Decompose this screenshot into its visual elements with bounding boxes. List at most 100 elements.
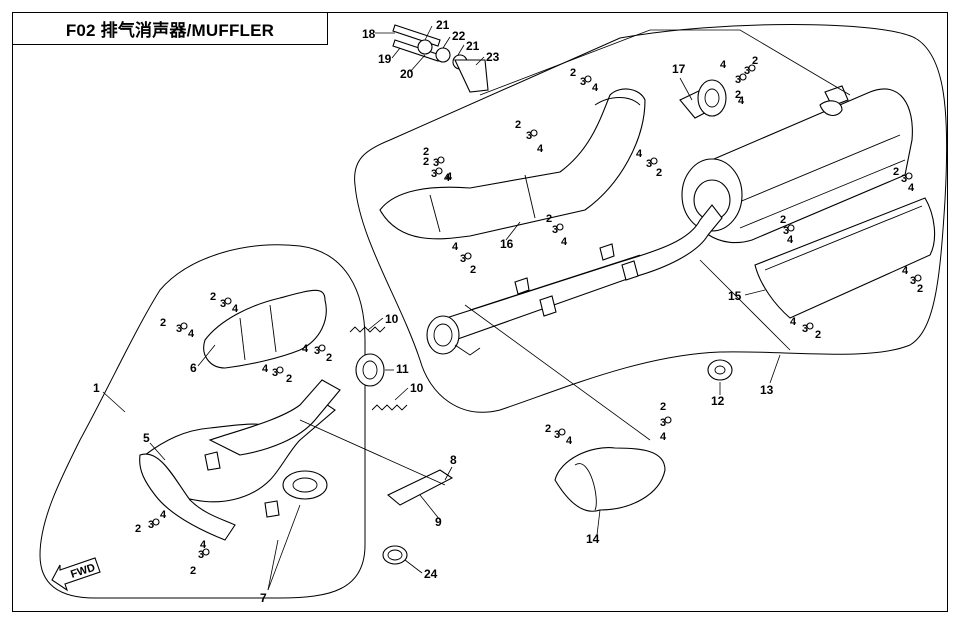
bolt-icon	[739, 73, 747, 81]
fastener-label: 2	[656, 167, 662, 179]
bolt-icon	[664, 416, 672, 424]
fastener-group: 432	[452, 241, 476, 276]
fastener-label: 4	[908, 182, 915, 194]
fastener-label: 3	[220, 298, 226, 310]
fastener-group: 234	[780, 214, 795, 246]
fastener-label: 3	[802, 323, 808, 335]
drawing-frame	[12, 12, 948, 612]
exhaust-pipe	[426, 204, 723, 356]
fastener-label: 4	[446, 171, 453, 183]
fastener-label: 2	[515, 119, 521, 131]
grommet-12	[707, 359, 733, 381]
heat-shield-5	[139, 453, 236, 541]
bolt-icon	[806, 322, 814, 330]
bolt-icon	[318, 344, 326, 352]
fastener-label: 3	[526, 130, 532, 142]
fastener-group: 432	[190, 539, 210, 577]
fastener-label: 2	[190, 565, 196, 577]
fastener-label: 3	[910, 275, 916, 287]
callout-9: 9	[435, 515, 442, 529]
bracket-group-18-23	[392, 24, 489, 93]
fastener-group: 234	[515, 119, 544, 155]
fastener-label: 4	[232, 303, 239, 315]
fastener-label: 2	[423, 156, 429, 168]
fastener-label: 3	[554, 429, 560, 441]
assembly-13-boundary	[354, 24, 948, 413]
callout-8: 8	[450, 453, 457, 467]
fastener-label: 3	[901, 173, 907, 185]
heat-shield-6	[203, 289, 327, 369]
title-box: F02 排气消声器/MUFFLER	[12, 12, 328, 45]
fastener-label: 3	[272, 367, 278, 379]
fastener-label: 2	[210, 291, 216, 303]
fastener-group: 432	[902, 265, 923, 295]
fastener-label: 2	[326, 352, 332, 364]
bolt-icon	[530, 129, 538, 137]
fastener-label: 4	[452, 241, 459, 253]
fastener-group: 234	[423, 146, 453, 183]
fastener-label: 3	[314, 345, 320, 357]
fastener-label: 3	[735, 74, 741, 86]
fastener-label: 3	[198, 549, 204, 561]
heat-shield-14	[554, 447, 666, 512]
fastener-group: 432	[720, 59, 747, 101]
fastener-label: 3	[431, 168, 437, 180]
callout-20: 20	[400, 67, 414, 81]
callout-19: 19	[378, 52, 392, 66]
fastener-label: 2	[752, 55, 758, 67]
callout-12: 12	[711, 394, 725, 408]
callout-21a: 21	[436, 18, 450, 32]
spring-10-bottom	[371, 404, 408, 411]
bolt-icon	[914, 274, 922, 282]
callout-13: 13	[760, 383, 774, 397]
fastener-label: 2	[286, 373, 292, 385]
bolt-icon	[180, 322, 188, 330]
fastener-label: 4	[566, 435, 573, 447]
callout-10-top: 10	[385, 312, 399, 326]
fastener-label: 4	[720, 59, 727, 71]
bolt-icon	[556, 223, 564, 231]
fastener-label: 2	[780, 214, 786, 226]
fastener-label: 3	[580, 76, 586, 88]
callout-21b: 21	[466, 39, 480, 53]
fastener-label: 2	[893, 166, 899, 178]
page-title: F02 排气消声器/MUFFLER	[65, 21, 275, 40]
header-pipe	[144, 379, 341, 518]
bolt-icon	[464, 252, 472, 260]
bolt-icon	[202, 548, 210, 556]
callout-18: 18	[362, 27, 376, 41]
callout-5: 5	[143, 431, 150, 445]
fastener-label: 3	[744, 65, 750, 77]
fastener-label: 4	[444, 172, 451, 184]
bolt-icon	[650, 157, 658, 165]
fastener-group: 234	[546, 213, 568, 248]
callout-16: 16	[500, 237, 514, 251]
callout-15: 15	[728, 289, 742, 303]
bracket-8	[386, 469, 454, 506]
fastener-label: 3	[646, 158, 652, 170]
fastener-label: 2	[160, 317, 166, 329]
gasket-11	[355, 353, 385, 387]
fastener-label: 2	[545, 423, 551, 435]
callouts: 1 5 6 7 8 9 10 10 11 12 13 14 15 16 17 1…	[93, 18, 774, 605]
fastener-label: 3	[148, 519, 154, 531]
fastener-label: 4	[302, 343, 309, 355]
fastener-group: 234	[660, 401, 672, 443]
muffler-body	[681, 85, 913, 244]
callout-23: 23	[486, 50, 500, 64]
fastener-label: 3	[176, 323, 182, 335]
heat-shield-15	[754, 197, 936, 319]
fastener-label: 3	[783, 225, 789, 237]
fastener-label: 2	[470, 264, 476, 276]
fastener-label: 2	[735, 89, 741, 101]
assembly-1-boundary	[39, 244, 366, 599]
gasket-24	[382, 545, 408, 565]
bolt-icon	[276, 366, 284, 374]
bolt-icon	[558, 428, 566, 436]
callout-6: 6	[190, 361, 197, 375]
